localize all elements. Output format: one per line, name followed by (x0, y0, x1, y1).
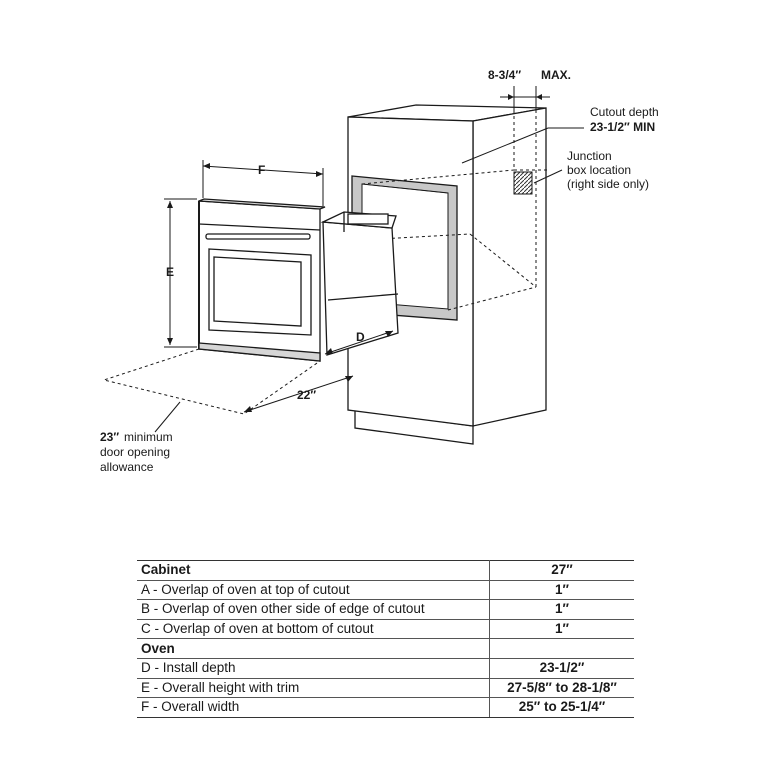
row-label: Cabinet (137, 560, 490, 581)
row-value: 1″ (489, 580, 634, 601)
row-label: F - Overall width (137, 697, 490, 718)
row-label: Oven (137, 638, 490, 659)
cutout-depth-label: Cutout depth (590, 105, 659, 119)
row-value (489, 638, 634, 659)
max-depth-value: 8-3/4″ (488, 68, 521, 82)
dim-22-label: 22″ (297, 388, 316, 402)
row-label: B - Overlap of oven other side of edge o… (137, 599, 490, 620)
junction-line1: Junction (567, 149, 612, 163)
door-opening-outline (102, 348, 321, 415)
door-allowance-line3: allowance (100, 460, 154, 474)
row-label: C - Overlap of oven at bottom of cutout (137, 619, 490, 640)
row-label: A - Overlap of oven at top of cutout (137, 580, 490, 601)
row-value: 25″ to 25-1/4″ (489, 697, 634, 718)
row-value: 27-5/8″ to 28-1/8″ (489, 678, 634, 699)
door-allowance-line2: door opening (100, 445, 170, 459)
junction-box (513, 171, 533, 195)
cutout-depth-value: 23-1/2″ MIN (590, 120, 655, 134)
row-value: 1″ (489, 599, 634, 620)
dim-d-label: D (356, 330, 365, 344)
max-depth-suffix: MAX. (541, 68, 571, 82)
row-value: 1″ (489, 619, 634, 640)
junction-line3: (right side only) (567, 177, 649, 191)
installation-diagram: 8-3/4″ MAX. Cutout depth 23-1/2″ MIN Jun… (100, 68, 659, 474)
row-label: E - Overall height with trim (137, 678, 490, 699)
dim-f-label: F (258, 163, 265, 177)
row-label: D - Install depth (137, 658, 490, 679)
door-allowance-line1: minimum (124, 430, 173, 444)
table-row: B - Overlap of oven other side of edge o… (137, 599, 634, 620)
junction-line2: box location (567, 163, 631, 177)
row-value: 27″ (489, 560, 634, 581)
dimension-lines (154, 86, 584, 433)
dimension-arrowheads (167, 94, 542, 412)
table-section-row: Oven (137, 638, 634, 659)
oven (198, 198, 399, 362)
row-value: 23-1/2″ (489, 658, 634, 679)
door-allowance-value: 23″ (100, 430, 119, 444)
dim-e-label: E (166, 265, 174, 279)
